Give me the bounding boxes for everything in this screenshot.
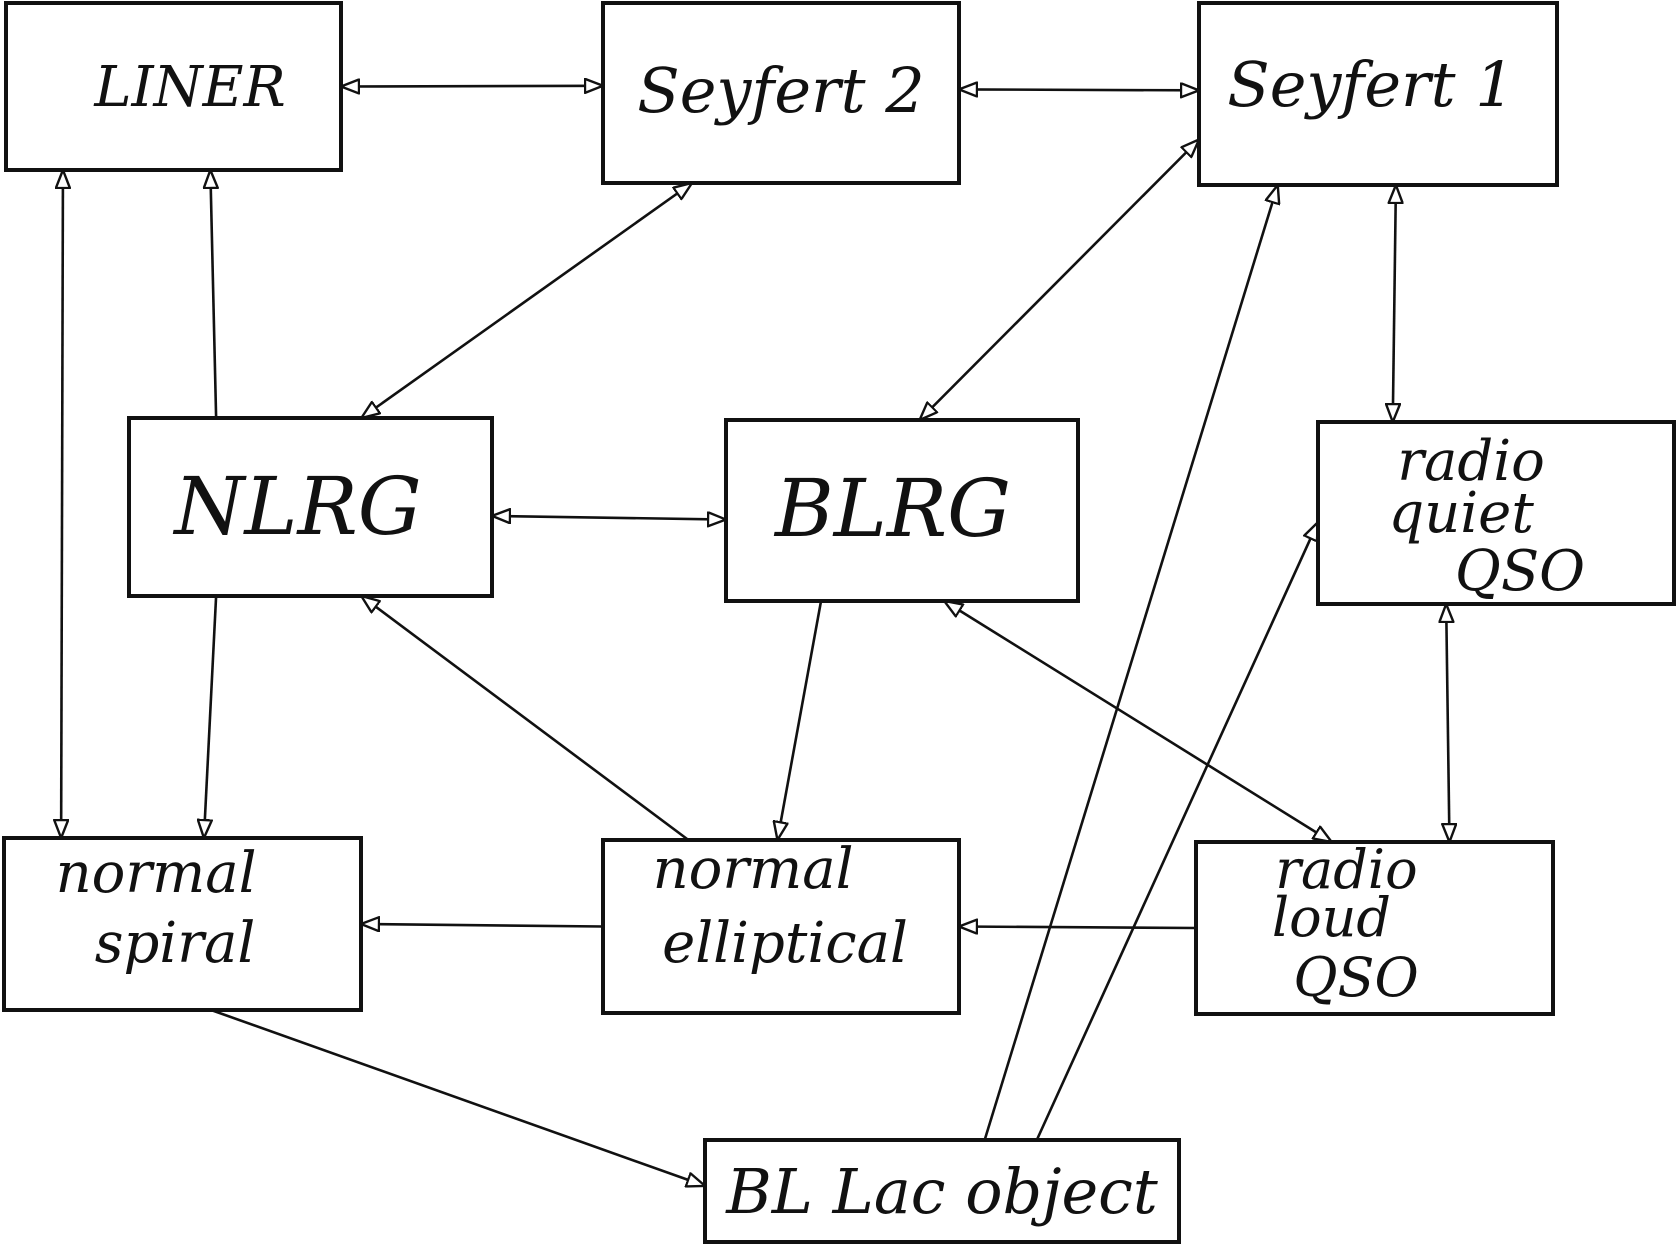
edge-line bbox=[361, 924, 604, 927]
edge-nelliptical-to-nlrg bbox=[361, 596, 690, 842]
node-normal-spiral-line-1: normal bbox=[56, 841, 257, 906]
node-seyfert-1: Seyfert 1 bbox=[1197, 1, 1559, 187]
node-normal-elliptical-line-2: elliptical bbox=[662, 911, 908, 976]
edge-line bbox=[210, 1008, 705, 1186]
edge-line bbox=[341, 86, 603, 87]
edge-line bbox=[361, 596, 690, 842]
node-bl-lac-object-label: BL Lac object bbox=[725, 1155, 1158, 1228]
node-normal-elliptical: normal elliptical bbox=[601, 837, 961, 1015]
node-normal-spiral-line-2: spiral bbox=[95, 911, 256, 976]
node-liner-label: LINER bbox=[93, 55, 285, 120]
edge-bllac-to-rqqso bbox=[1035, 522, 1318, 1141]
edge-nspiral-to-bllac bbox=[210, 1008, 705, 1186]
edge-bllac-to-seyfert1 bbox=[983, 185, 1278, 1141]
node-nlrg-line-1: NLRG bbox=[172, 460, 421, 553]
edge-line bbox=[944, 601, 1331, 842]
edge-rqqso-to-rlqso bbox=[1446, 604, 1449, 842]
edge-line bbox=[777, 600, 823, 840]
node-radio-quiet-qso: radio quiet QSO bbox=[1316, 420, 1676, 606]
edge-line bbox=[61, 170, 63, 838]
edge-rlqso-to-nelliptical bbox=[959, 927, 1197, 929]
node-nlrg-label: NLRG bbox=[172, 460, 421, 553]
edge-rlqso-to-blrg bbox=[944, 601, 1331, 842]
edge-liner-to-nspiral bbox=[61, 170, 63, 838]
edge-blrg-to-seyfert1 bbox=[920, 140, 1199, 421]
node-radio-loud-qso-label: radio loud QSO bbox=[1272, 838, 1435, 1009]
node-radio-quiet-qso-line-3: QSO bbox=[1455, 539, 1585, 604]
node-normal-elliptical-line-1: normal bbox=[653, 837, 854, 902]
node-seyfert-1-label: Seyfert 1 bbox=[1227, 48, 1515, 121]
edge-line bbox=[361, 183, 692, 418]
edge-line bbox=[1035, 522, 1318, 1141]
node-bl-lac-object-line-1: BL Lac object bbox=[725, 1155, 1158, 1228]
edge-line bbox=[204, 595, 218, 838]
node-blrg: BLRG bbox=[724, 418, 1080, 603]
node-radio-quiet-qso-line-2: quiet bbox=[1388, 481, 1534, 546]
node-seyfert-2: Seyfert 2 bbox=[601, 1, 961, 185]
edge-liner-to-seyfert2 bbox=[341, 86, 603, 87]
node-bl-lac-object: BL Lac object bbox=[703, 1138, 1181, 1244]
node-radio-quiet-qso-line-1: radio bbox=[1397, 429, 1545, 494]
node-seyfert-1-line-1: Seyfert 1 bbox=[1227, 48, 1515, 121]
edge-nlrg-to-nspiral bbox=[204, 595, 218, 838]
node-blrg-line-1: BLRG bbox=[773, 462, 1011, 555]
node-nlrg: NLRG bbox=[127, 416, 494, 598]
edge-seyfert2-to-seyfert1 bbox=[959, 89, 1199, 90]
edge-line bbox=[983, 185, 1278, 1141]
node-normal-spiral: normal spiral bbox=[2, 836, 363, 1012]
node-radio-loud-qso-line-2: loud bbox=[1272, 886, 1391, 949]
edges-layer bbox=[61, 86, 1449, 1186]
edge-nlrg-to-seyfert2 bbox=[361, 183, 692, 418]
node-radio-quiet-qso-label: radio quiet QSO bbox=[1388, 429, 1585, 604]
edge-line bbox=[959, 927, 1197, 929]
node-radio-loud-qso: radio loud QSO bbox=[1194, 838, 1555, 1016]
node-liner: LINER bbox=[4, 1, 343, 172]
edge-line bbox=[959, 89, 1199, 90]
edge-line bbox=[1446, 604, 1449, 842]
node-seyfert-2-label: Seyfert 2 bbox=[637, 54, 925, 127]
edge-line bbox=[1393, 185, 1396, 422]
edge-nlrg-to-blrg bbox=[492, 516, 726, 520]
node-radio-loud-qso-line-3: QSO bbox=[1293, 946, 1419, 1009]
node-liner-line-1: LINER bbox=[93, 55, 285, 120]
node-seyfert-2-line-1: Seyfert 2 bbox=[637, 54, 925, 127]
edge-nelliptical-to-nspiral bbox=[361, 924, 604, 927]
edge-line bbox=[920, 140, 1199, 421]
edge-line bbox=[492, 516, 726, 520]
node-blrg-label: BLRG bbox=[773, 462, 1011, 555]
edge-seyfert1-to-rqqso bbox=[1393, 185, 1396, 422]
edge-nlrg-to-liner bbox=[210, 170, 216, 419]
node-normal-spiral-label: normal spiral bbox=[56, 841, 275, 976]
node-normal-elliptical-label: normal elliptical bbox=[653, 837, 908, 976]
edge-line bbox=[210, 170, 216, 419]
edge-blrg-to-nelliptical bbox=[777, 600, 823, 840]
